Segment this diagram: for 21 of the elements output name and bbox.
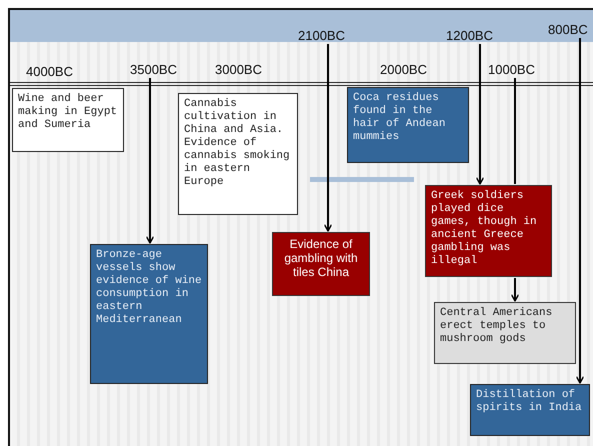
arrow bbox=[510, 278, 520, 302]
year-label: 1000BC bbox=[488, 62, 535, 77]
event-box: Central Americans erect temples to mushroom gods bbox=[434, 302, 576, 364]
year-label: 3000BC bbox=[215, 62, 262, 77]
year-label: 2100BC bbox=[298, 28, 345, 43]
event-box: Coca residues found in the hair of Andean mummies bbox=[347, 87, 469, 163]
arrow bbox=[324, 44, 332, 232]
year-label: 4000BC bbox=[26, 64, 73, 79]
event-box: Wine and beer making in Egypt and Sumeria bbox=[12, 88, 124, 152]
event-box: Distillation of spirits in India bbox=[470, 384, 590, 436]
year-label: 1200BC bbox=[446, 28, 493, 43]
year-label: 2000BC bbox=[380, 62, 427, 77]
event-box: Greek soldiers played dice games, though in ancient Greece gambling was illegal bbox=[425, 185, 552, 277]
event-box: Bronze-age vessels show evidence of wine consumption in eastern Mediterranean bbox=[90, 244, 208, 384]
arrow bbox=[576, 38, 584, 384]
arrow bbox=[476, 44, 484, 185]
year-label: 3500BC bbox=[130, 62, 177, 77]
arrow bbox=[146, 78, 154, 244]
event-box: Evidence of gambling with tiles China bbox=[272, 232, 370, 296]
event-box: Cannabis cultivation in China and Asia. Evidence of cannabis smoking in eastern Europe bbox=[178, 93, 298, 215]
year-label: 800BC bbox=[548, 22, 588, 37]
